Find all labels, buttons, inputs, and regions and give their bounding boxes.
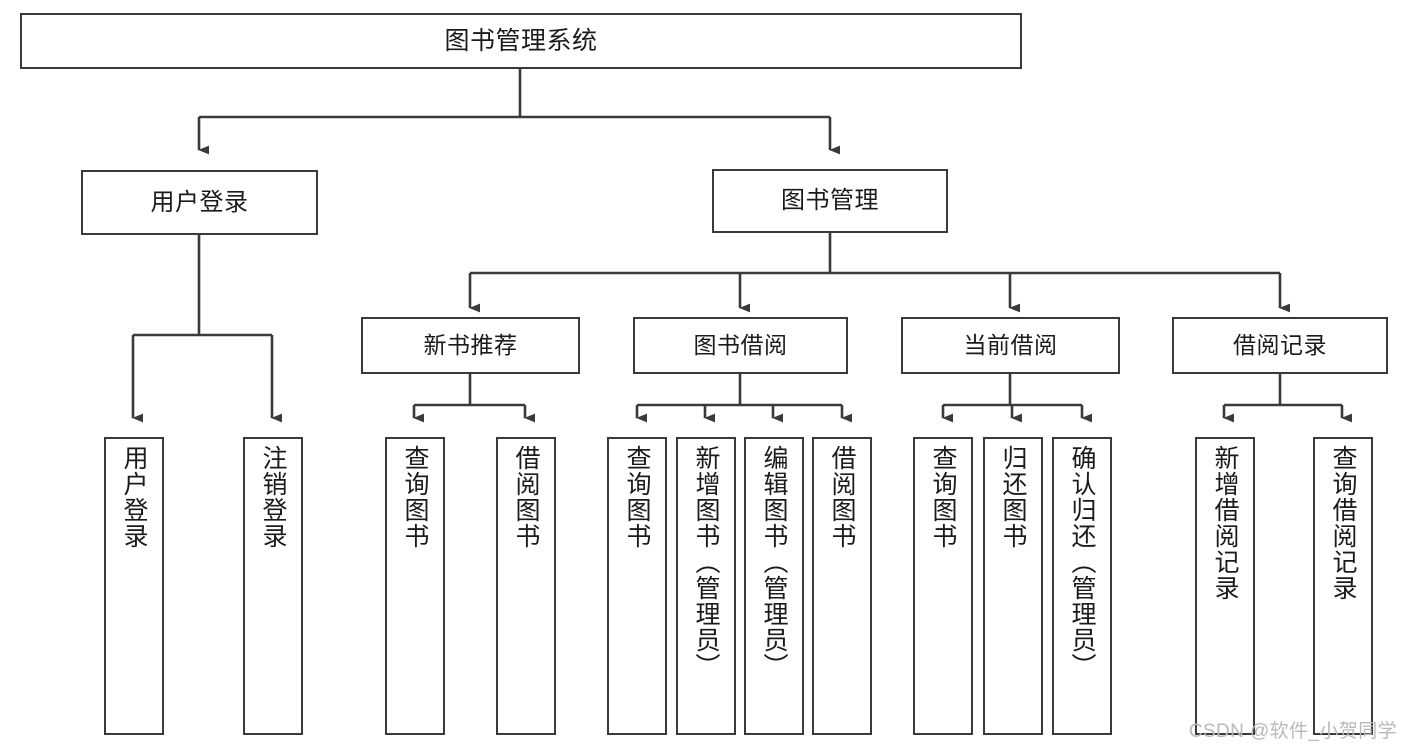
leaf-record-query-record[interactable]: 查询借阅记录 xyxy=(1313,437,1373,735)
node-root-system[interactable]: 图书管理系统 xyxy=(20,13,1022,69)
leaf-borrow-add-book-admin[interactable]: 新增图书（管理员） xyxy=(676,437,736,735)
node-label: 新增图书（管理员） xyxy=(692,445,720,679)
node-label: 查询图书 xyxy=(401,445,429,549)
node-label: 新书推荐 xyxy=(423,332,518,359)
node-user-login[interactable]: 用户登录 xyxy=(81,170,318,235)
leaf-current-query-book[interactable]: 查询图书 xyxy=(913,437,973,735)
node-book-management[interactable]: 图书管理 xyxy=(712,169,948,233)
leaf-current-return-book[interactable]: 归还图书 xyxy=(983,437,1043,735)
node-current-borrow[interactable]: 当前借阅 xyxy=(901,317,1120,374)
leaf-borrow-borrow-book[interactable]: 借阅图书 xyxy=(812,437,872,735)
node-book-borrow[interactable]: 图书借阅 xyxy=(633,317,848,374)
node-label: 图书借阅 xyxy=(693,332,788,359)
node-label: 注销登录 xyxy=(259,445,287,549)
node-label: 编辑图书（管理员） xyxy=(760,445,788,679)
leaf-recommend-borrow-book[interactable]: 借阅图书 xyxy=(496,437,556,735)
leaf-borrow-edit-book-admin[interactable]: 编辑图书（管理员） xyxy=(744,437,804,735)
node-label: 用户登录 xyxy=(150,188,249,216)
node-label: 借阅图书 xyxy=(512,445,540,549)
node-label: 图书管理 xyxy=(781,187,879,215)
leaf-user-login-signout[interactable]: 注销登录 xyxy=(243,437,303,735)
node-borrow-record[interactable]: 借阅记录 xyxy=(1172,317,1388,374)
node-label: 确认归还（管理员） xyxy=(1068,445,1096,679)
node-label: 借阅图书 xyxy=(828,445,856,549)
node-label: 图书管理系统 xyxy=(444,26,598,55)
node-label: 新增借阅记录 xyxy=(1211,445,1239,601)
node-label: 归还图书 xyxy=(999,445,1027,549)
node-label: 查询借阅记录 xyxy=(1329,445,1357,601)
leaf-borrow-query-book[interactable]: 查询图书 xyxy=(607,437,667,735)
node-label: 借阅记录 xyxy=(1233,332,1327,359)
node-label: 用户登录 xyxy=(120,445,148,549)
node-label: 查询图书 xyxy=(623,445,651,549)
node-new-book-recommend[interactable]: 新书推荐 xyxy=(361,317,580,374)
leaf-user-login-signin[interactable]: 用户登录 xyxy=(104,437,164,735)
watermark: CSDN @软件_小贺同学 xyxy=(1188,721,1397,742)
node-label: 查询图书 xyxy=(929,445,957,549)
leaf-recommend-query-book[interactable]: 查询图书 xyxy=(385,437,445,735)
leaf-current-confirm-return-admin[interactable]: 确认归还（管理员） xyxy=(1052,437,1112,735)
leaf-record-add-record[interactable]: 新增借阅记录 xyxy=(1195,437,1255,735)
node-label: 当前借阅 xyxy=(963,332,1058,359)
